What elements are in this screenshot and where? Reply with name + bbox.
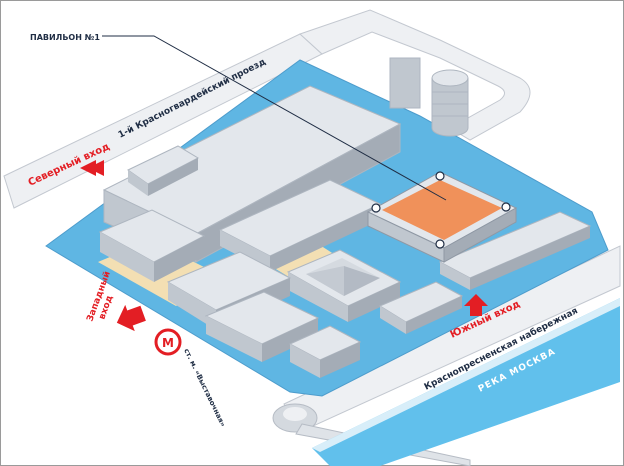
pavilion-label: ПАВИЛЬОН №1 (30, 33, 100, 42)
metro-m-logo-icon: M (154, 328, 182, 356)
pavilion-1-building[interactable] (366, 171, 518, 263)
north-entrance-arrow-icon (80, 160, 104, 176)
metro-letter: M (162, 336, 174, 350)
south-entrance-arrow-icon (464, 294, 488, 316)
buildings (98, 57, 592, 378)
river-moskva (312, 298, 620, 466)
pavilion-leader-line (102, 35, 447, 201)
tower-building (389, 57, 469, 137)
west-entrance-arrow-icon (116, 304, 146, 332)
